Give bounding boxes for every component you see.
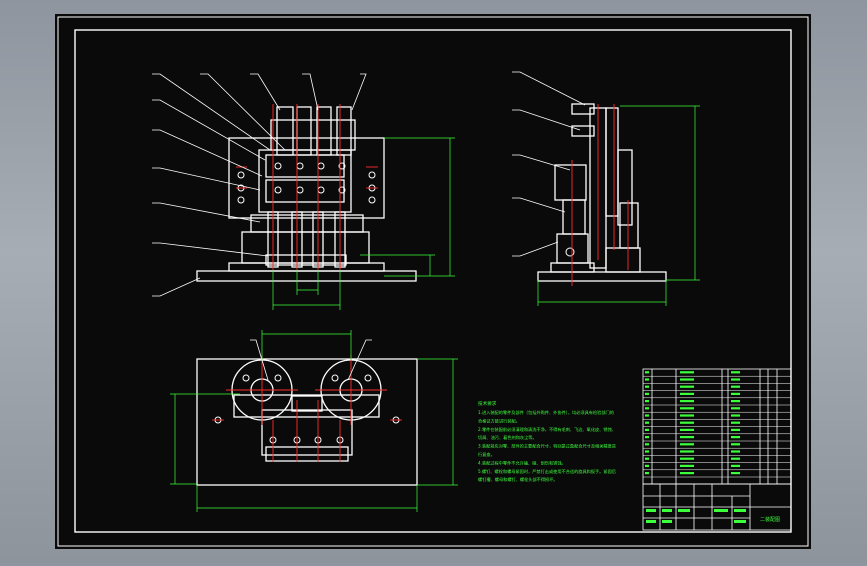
front-view-leaders: [152, 73, 367, 297]
parts-entry-mark: [680, 378, 694, 381]
parts-entry-mark: [731, 385, 740, 388]
parts-list-entries: [645, 371, 740, 475]
side-view-dimensions: [537, 105, 700, 306]
parts-entry-mark: [645, 371, 649, 374]
title-block: [642, 483, 792, 531]
parts-entry-mark: [645, 450, 649, 453]
top-view-leaders: [250, 339, 372, 381]
parts-entry-mark: [731, 472, 740, 475]
parts-entry-mark: [731, 407, 740, 410]
parts-entry-mark: [680, 436, 694, 439]
parts-entry-mark: [645, 464, 649, 467]
inner-border: [74, 29, 792, 533]
parts-entry-mark: [731, 421, 740, 424]
parts-entry-mark: [645, 457, 649, 460]
parts-entry-mark: [645, 443, 649, 446]
parts-entry-mark: [645, 407, 649, 410]
parts-entry-mark: [731, 371, 740, 374]
parts-entry-mark: [680, 421, 694, 424]
parts-entry-mark: [645, 378, 649, 381]
title-block-fields: [646, 509, 746, 523]
side-view-leaders: [512, 71, 586, 257]
parts-entry-mark: [731, 464, 740, 467]
parts-entry-mark: [645, 385, 649, 388]
parts-entry-mark: [731, 400, 740, 403]
note-line: 螺钉槽、螺母和螺钉、螺栓头部不得损坏。: [478, 476, 558, 483]
note-line: 4.装配过程中零件不允许磕、碰、划伤和锈蚀。: [478, 459, 566, 466]
parts-entry-mark: [731, 443, 740, 446]
parts-entry-mark: [731, 414, 740, 417]
parts-list-rows: [643, 375, 791, 478]
parts-entry-mark: [680, 457, 694, 460]
parts-entry-mark: [645, 472, 649, 475]
parts-entry-mark: [645, 428, 649, 431]
parts-entry-mark: [645, 392, 649, 395]
parts-entry-mark: [680, 443, 694, 446]
top-view-dimensions: [170, 330, 458, 512]
notes-title: 技术要求: [478, 400, 497, 407]
parts-entry-mark: [680, 407, 694, 410]
note-line: 切屑、油污、着色剂和灰尘等。: [478, 434, 537, 441]
top-view-centerlines: [212, 355, 402, 462]
drawing-sheet: [55, 14, 811, 549]
parts-entry-mark: [680, 428, 694, 431]
front-view-dimensions: [272, 137, 455, 310]
note-line: 3.装配前应对零、部件的主要配合尺寸，特别是过盈配合尺寸及相关精度进: [478, 443, 617, 450]
note-line: 2.零件在装配前必须清理和清洗干净，不得有毛刺、飞边、氧化皮、锈蚀、: [478, 426, 616, 433]
outer-border: [57, 16, 809, 547]
front-view: [196, 106, 417, 282]
notes-lines: 1.进入装配的零件及部件（包括外购件、外协件），均必须具有检验部门的合格证方能进…: [478, 409, 617, 483]
parts-entry-mark: [645, 400, 649, 403]
note-line: 5.螺钉、螺栓和螺母紧固时，严禁打击或使用不合适的旋具和扳手。紧固后: [478, 468, 616, 475]
parts-entry-mark: [645, 414, 649, 417]
parts-entry-mark: [680, 464, 694, 467]
parts-entry-mark: [645, 421, 649, 424]
note-line: 合格证方能进行装配。: [478, 417, 520, 424]
side-view-centerlines: [571, 104, 629, 286]
drawing-title: 二装配图: [760, 516, 780, 523]
note-line: 1.进入装配的零件及部件（包括外购件、外协件），均必须具有检验部门的: [478, 409, 614, 416]
parts-entry-mark: [680, 371, 694, 374]
parts-entry-mark: [731, 428, 740, 431]
parts-entry-mark: [731, 457, 740, 460]
parts-entry-mark: [731, 450, 740, 453]
parts-entry-mark: [731, 436, 740, 439]
parts-entry-mark: [731, 392, 740, 395]
front-view-centerlines: [236, 104, 378, 270]
parts-entry-mark: [680, 392, 694, 395]
parts-entry-mark: [680, 450, 694, 453]
note-line: 行复查。: [478, 451, 495, 458]
parts-entry-mark: [680, 400, 694, 403]
parts-entry-mark: [645, 436, 649, 439]
parts-entry-mark: [680, 414, 694, 417]
parts-entry-mark: [680, 385, 694, 388]
parts-entry-mark: [731, 378, 740, 381]
parts-entry-mark: [680, 472, 694, 475]
